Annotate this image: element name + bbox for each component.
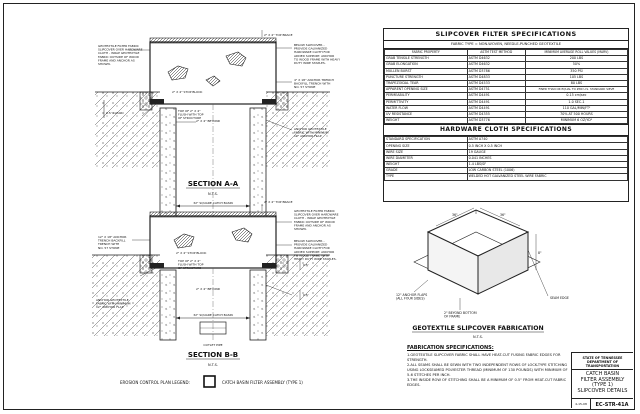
- label-a-stop-block: 2" X 4" STOP BLOCK: [172, 90, 203, 94]
- table-header-row: FABRIC PROPERTY ASTM TEST METHOD MINIMUM…: [384, 48, 629, 57]
- section-a-scale: N.T.S.: [208, 192, 218, 196]
- hardware-spec-title: HARDWARE CLOTH SPECIFICATIONS: [384, 124, 628, 137]
- table-cell: ASTM D3776: [466, 117, 526, 125]
- label-b-brace: 2" X 4" TOP BRACE: [264, 200, 293, 204]
- label-b-stop-block: 2" X 4" STOP BLOCK: [176, 251, 207, 255]
- stop-block-right-a: [262, 99, 276, 104]
- soil-left-b: [92, 255, 160, 336]
- slipcover-left-side: [427, 231, 479, 295]
- label-b-anchor-fabric: ANCHOR GEOTEXTILE FABRIC WITH MINIMUM 12…: [96, 298, 131, 309]
- fab-beyond-bottom: 2" BEYOND BOTTOM OF FRAME: [444, 311, 478, 319]
- fab-dim-2: 36": [500, 213, 506, 217]
- table-cell: WEIGHT: [384, 117, 468, 125]
- slipcover-spec-title: SLIPCOVER FILTER SPECIFICATIONS: [384, 29, 628, 41]
- label-b-anchor: 12" X 18" ANCHOR TRENCH BACKFILL TRENCH …: [97, 235, 127, 250]
- label-a-brace: 2" X 4" TOP BRACE: [264, 33, 293, 37]
- fabrication-drawing: [413, 207, 549, 310]
- label-b-top-of: TOP OF 2" X 4" FLUSH WITH TOP OF STRUCTU…: [177, 259, 204, 270]
- table-cell: TYPE: [384, 173, 468, 181]
- legend-item: CATCH BASIN FILTER ASSEMBLY (TYPE 1): [222, 380, 303, 385]
- soil-right-b: [266, 255, 330, 336]
- top-brace-a: [149, 37, 277, 44]
- soil-right-a: [266, 92, 330, 168]
- section-b-scale: N.T.S.: [208, 363, 218, 367]
- legend-symbol: [203, 375, 216, 388]
- label-b-geotextile: GEOTEXTILE FILTER FABRIC SLIPCOVER OVER …: [294, 209, 339, 231]
- filter-frame-b: [149, 215, 277, 269]
- fab-dim-1: 36": [452, 213, 458, 217]
- label-a-beyond: 2" X 4" BEYOND: [196, 119, 221, 123]
- slipcover-right-side: [477, 231, 529, 295]
- title-block-date: 4-15-08: [572, 399, 591, 410]
- section-b-drawing: [92, 205, 330, 341]
- label-a-below: BELOW SLIPCOVER - PROVIDE GALVANIZED HAR…: [293, 43, 341, 65]
- specifications-panel: SLIPCOVER FILTER SPECIFICATIONS FABRIC T…: [383, 28, 629, 202]
- label-b-basin: 32" SQUARE CATCH BASIN: [193, 313, 233, 317]
- title-block: STATE OF TENNESSEE DEPARTMENT OF TRANSPO…: [571, 352, 633, 410]
- fab-dim-3: 8": [538, 251, 542, 255]
- drawing-number: EC-STR-41A: [595, 401, 629, 408]
- fab-seam-edge: SEAM EDGE: [550, 296, 569, 300]
- drawing-sheet-border: [3, 3, 635, 410]
- label-b-below: BELOW SLIPCOVER - PROVIDE GALVANIZED HAR…: [293, 239, 337, 261]
- drawing-title-line: CATCH BASIN: [585, 371, 620, 377]
- drawing-title-line: (TYPE 1): [592, 382, 613, 389]
- label-b-dim1: 0.5': [303, 263, 309, 267]
- fabrication-note-item: 3.THE INSIDE ROW OF STITCHING SHALL BE A…: [407, 378, 567, 387]
- label-b-outlet: OUTLET PIPE: [203, 343, 222, 347]
- fabrication-notes: FABRICATION SPECIFICATIONS: 1.GEOTEXTILE…: [407, 346, 569, 388]
- table-cell: MINIMUM 6 OZ/YD²: [524, 117, 629, 125]
- section-b-title: SECTION B-B: [188, 351, 238, 359]
- fabrication-note-item: 2.ALL SEAMS SHALL BE SEWN WITH TWO INDEP…: [407, 363, 568, 377]
- label-b-beyond: 2" X 4" BEYOND: [196, 287, 221, 291]
- fabrication-notes-title: FABRICATION SPECIFICATIONS:: [407, 345, 494, 351]
- label-a-anchor: 4" X 18" ANCHOR TRENCH BACKFILL TRENCH W…: [294, 78, 335, 89]
- title-block-dept: DEPARTMENT OF TRANSPORTATION: [585, 360, 620, 368]
- section-a-drawing: [95, 30, 330, 217]
- table-cell: WELDED HOT GALVANIZED STEEL WIRE FABRIC: [466, 173, 629, 181]
- fabrication-scale: N.T.S.: [473, 335, 483, 339]
- drawing-title-line: FILTER ASSEMBLY: [580, 376, 625, 383]
- soil-left-a: [95, 92, 160, 168]
- stop-block-left-a: [150, 99, 164, 104]
- label-a-dim: 0.5' CLEAR: [106, 111, 122, 115]
- label-a-geotextile: GEOTEXTILE FILTER FABRIC SLIPCOVER OVER …: [98, 44, 143, 66]
- section-a-title: SECTION A-A: [188, 180, 239, 188]
- slipcover-spec-table: FABRIC PROPERTY ASTM TEST METHOD MINIMUM…: [384, 48, 629, 125]
- fabrication-note-item: 1.GEOTEXTILE SLIPCOVER FABRIC SHALL HAVE…: [407, 353, 561, 362]
- legend-label: EROSION CONTROL PLAN LEGEND:: [120, 380, 190, 385]
- drawing-title-line: SLIPCOVER DETAILS: [577, 387, 628, 394]
- fabrication-title: GEOTEXTILE SLIPCOVER FABRICATION: [412, 325, 543, 332]
- title-block-state: STATE OF TENNESSEE: [582, 356, 623, 360]
- label-b-dim2: 0.5': [303, 293, 309, 297]
- label-a-top-of: TOP OF 2" X 4" FLUSH WITH TOP OF STRUCTU…: [177, 109, 204, 120]
- slipcover-spec-subtitle: FABRIC TYPE = NON-WOVEN, NEEDLE-PUNCHED …: [384, 41, 628, 49]
- anchor-trench-right-a: [275, 91, 289, 111]
- basin-wall-left-a: [159, 107, 177, 217]
- fab-anchor-flaps: 12" ANCHOR FLAPS (ALL FOUR SIDES): [396, 293, 428, 301]
- label-a-basin: 32" SQUARE CATCH BASIN: [193, 201, 233, 205]
- label-a-anchor-fabric: ANCHOR GEOTEXTILE FABRIC WITH MINIMUM 12…: [294, 127, 329, 138]
